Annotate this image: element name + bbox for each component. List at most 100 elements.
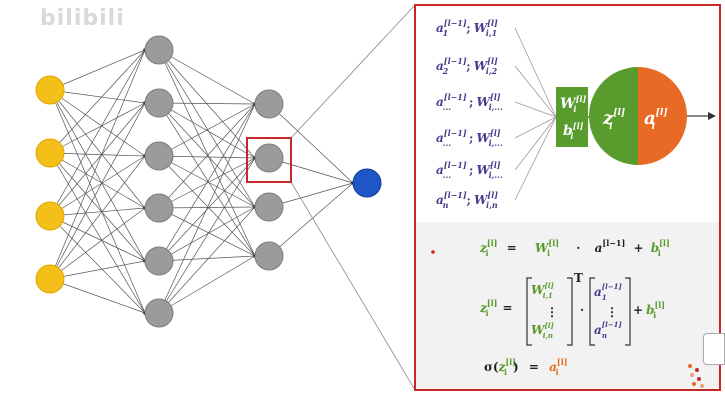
edge xyxy=(49,49,146,154)
side-panel-handle[interactable] xyxy=(703,333,725,365)
edge xyxy=(49,49,146,280)
edge xyxy=(49,152,146,262)
edge xyxy=(158,49,256,257)
zoom-panel-bottom-bg xyxy=(415,222,720,390)
watermark-logo: bilibili xyxy=(40,6,125,31)
edge xyxy=(49,89,146,262)
edge xyxy=(49,152,146,157)
input-node-3[interactable] xyxy=(35,201,65,231)
input-node-2[interactable] xyxy=(35,138,65,168)
svg-text:W[l]i,1: W[l]i,1 xyxy=(531,281,554,300)
box-weight-label: W[l]i xyxy=(560,94,587,114)
zoom-panel-frame xyxy=(414,4,721,391)
svg-text:·: · xyxy=(580,303,584,317)
matrix-a-bracket-right xyxy=(625,277,631,346)
edge xyxy=(158,102,256,105)
edge xyxy=(49,89,146,104)
edge xyxy=(158,157,256,314)
hidden1-node-3[interactable] xyxy=(144,141,174,171)
svg-text:⋮: ⋮ xyxy=(606,305,618,319)
network-nodes xyxy=(35,35,382,328)
edge xyxy=(158,103,256,314)
edge xyxy=(158,102,256,257)
input-label-4: a[l−1]...;W[l]i,... xyxy=(436,128,503,148)
hidden1-node-2[interactable] xyxy=(144,88,174,118)
weight-bias-box xyxy=(556,87,588,147)
formula-2: z[l]i= W[l]i,1 ⋮ W[l]i,n T · a[l−1]1 ⋮ a… xyxy=(479,271,665,346)
edge xyxy=(158,157,256,262)
input-label-5: a[l−1]...;W[l]i,... xyxy=(436,160,503,180)
fan-line xyxy=(514,101,557,118)
edge xyxy=(158,103,256,157)
edge xyxy=(158,155,256,257)
matrix-w-bracket-left xyxy=(526,277,532,346)
svg-text:⋮: ⋮ xyxy=(546,305,558,319)
svg-text:W[l]i,n: W[l]i,n xyxy=(531,321,554,340)
hidden2-node-1[interactable] xyxy=(254,89,284,119)
zoom-line xyxy=(290,181,416,391)
edge xyxy=(268,182,354,257)
hidden1-node-4[interactable] xyxy=(144,193,174,223)
input-labels: a[l−1]1;W[l]i,1 a[l−1]2;W[l]i,2 a[l−1]...;… xyxy=(436,18,503,210)
edge xyxy=(158,103,256,209)
edge xyxy=(49,152,146,209)
svg-text:+b[l]i: +b[l]i xyxy=(633,300,665,320)
fan-line xyxy=(514,27,557,118)
matrix-a-bracket-left xyxy=(589,277,595,346)
edge xyxy=(158,255,256,314)
box-bias-label: b[l]i xyxy=(563,121,584,141)
svg-text:T: T xyxy=(574,271,583,285)
svg-text:a[l−1]1: a[l−1]1 xyxy=(594,282,622,302)
zoom-line xyxy=(290,4,416,139)
neuron-a-label: a[l]i xyxy=(644,108,668,132)
hidden1-node-1[interactable] xyxy=(144,35,174,65)
edge xyxy=(49,207,146,217)
edge xyxy=(49,215,146,314)
edge xyxy=(158,155,256,208)
hidden2-node-4[interactable] xyxy=(254,241,284,271)
selected-neuron-box[interactable] xyxy=(246,137,292,183)
edge xyxy=(49,49,146,217)
edge xyxy=(158,49,256,159)
network-edges xyxy=(49,48,355,315)
edge xyxy=(268,182,354,208)
edge xyxy=(158,255,256,262)
edge xyxy=(158,49,256,208)
edge xyxy=(49,49,146,91)
fan-line xyxy=(514,116,557,171)
output-node-1[interactable] xyxy=(352,168,382,198)
input-node-1[interactable] xyxy=(35,75,65,105)
cursor-dot xyxy=(431,250,435,254)
hidden1-node-5[interactable] xyxy=(144,246,174,276)
edge xyxy=(49,89,146,157)
edge xyxy=(158,103,256,262)
formula-1: z[l]i = W[l]i · a[l−1] + b[l]i xyxy=(479,235,670,259)
corner-logo xyxy=(688,364,704,388)
edge xyxy=(158,207,256,257)
neuron-activation-half xyxy=(638,67,687,165)
edge xyxy=(158,206,256,209)
neuron-z-label: z[l]i xyxy=(602,108,625,132)
edge xyxy=(49,278,146,314)
input-node-4[interactable] xyxy=(35,264,65,294)
matrix-w-bracket-right xyxy=(567,277,573,346)
hidden2-node-2[interactable] xyxy=(254,143,284,173)
edge xyxy=(49,152,146,314)
edge xyxy=(158,155,256,159)
input-fan-lines xyxy=(514,27,557,201)
hidden1-node-6[interactable] xyxy=(144,298,174,328)
neuron-z-half xyxy=(589,67,638,165)
hidden2-node-3[interactable] xyxy=(254,192,284,222)
input-label-3: a[l−1]...;W[l]i,... xyxy=(436,92,503,112)
edge xyxy=(49,155,146,280)
input-label-1: a[l−1]1;W[l]i,1 xyxy=(436,18,498,38)
edge xyxy=(158,102,256,208)
output-arrow-head xyxy=(708,112,716,120)
edge xyxy=(268,103,354,184)
input-label-2: a[l−1]2;W[l]i,2 xyxy=(436,56,498,76)
edge xyxy=(49,260,146,280)
edge xyxy=(49,89,146,209)
zoom-lines xyxy=(290,4,416,391)
edge xyxy=(49,155,146,217)
